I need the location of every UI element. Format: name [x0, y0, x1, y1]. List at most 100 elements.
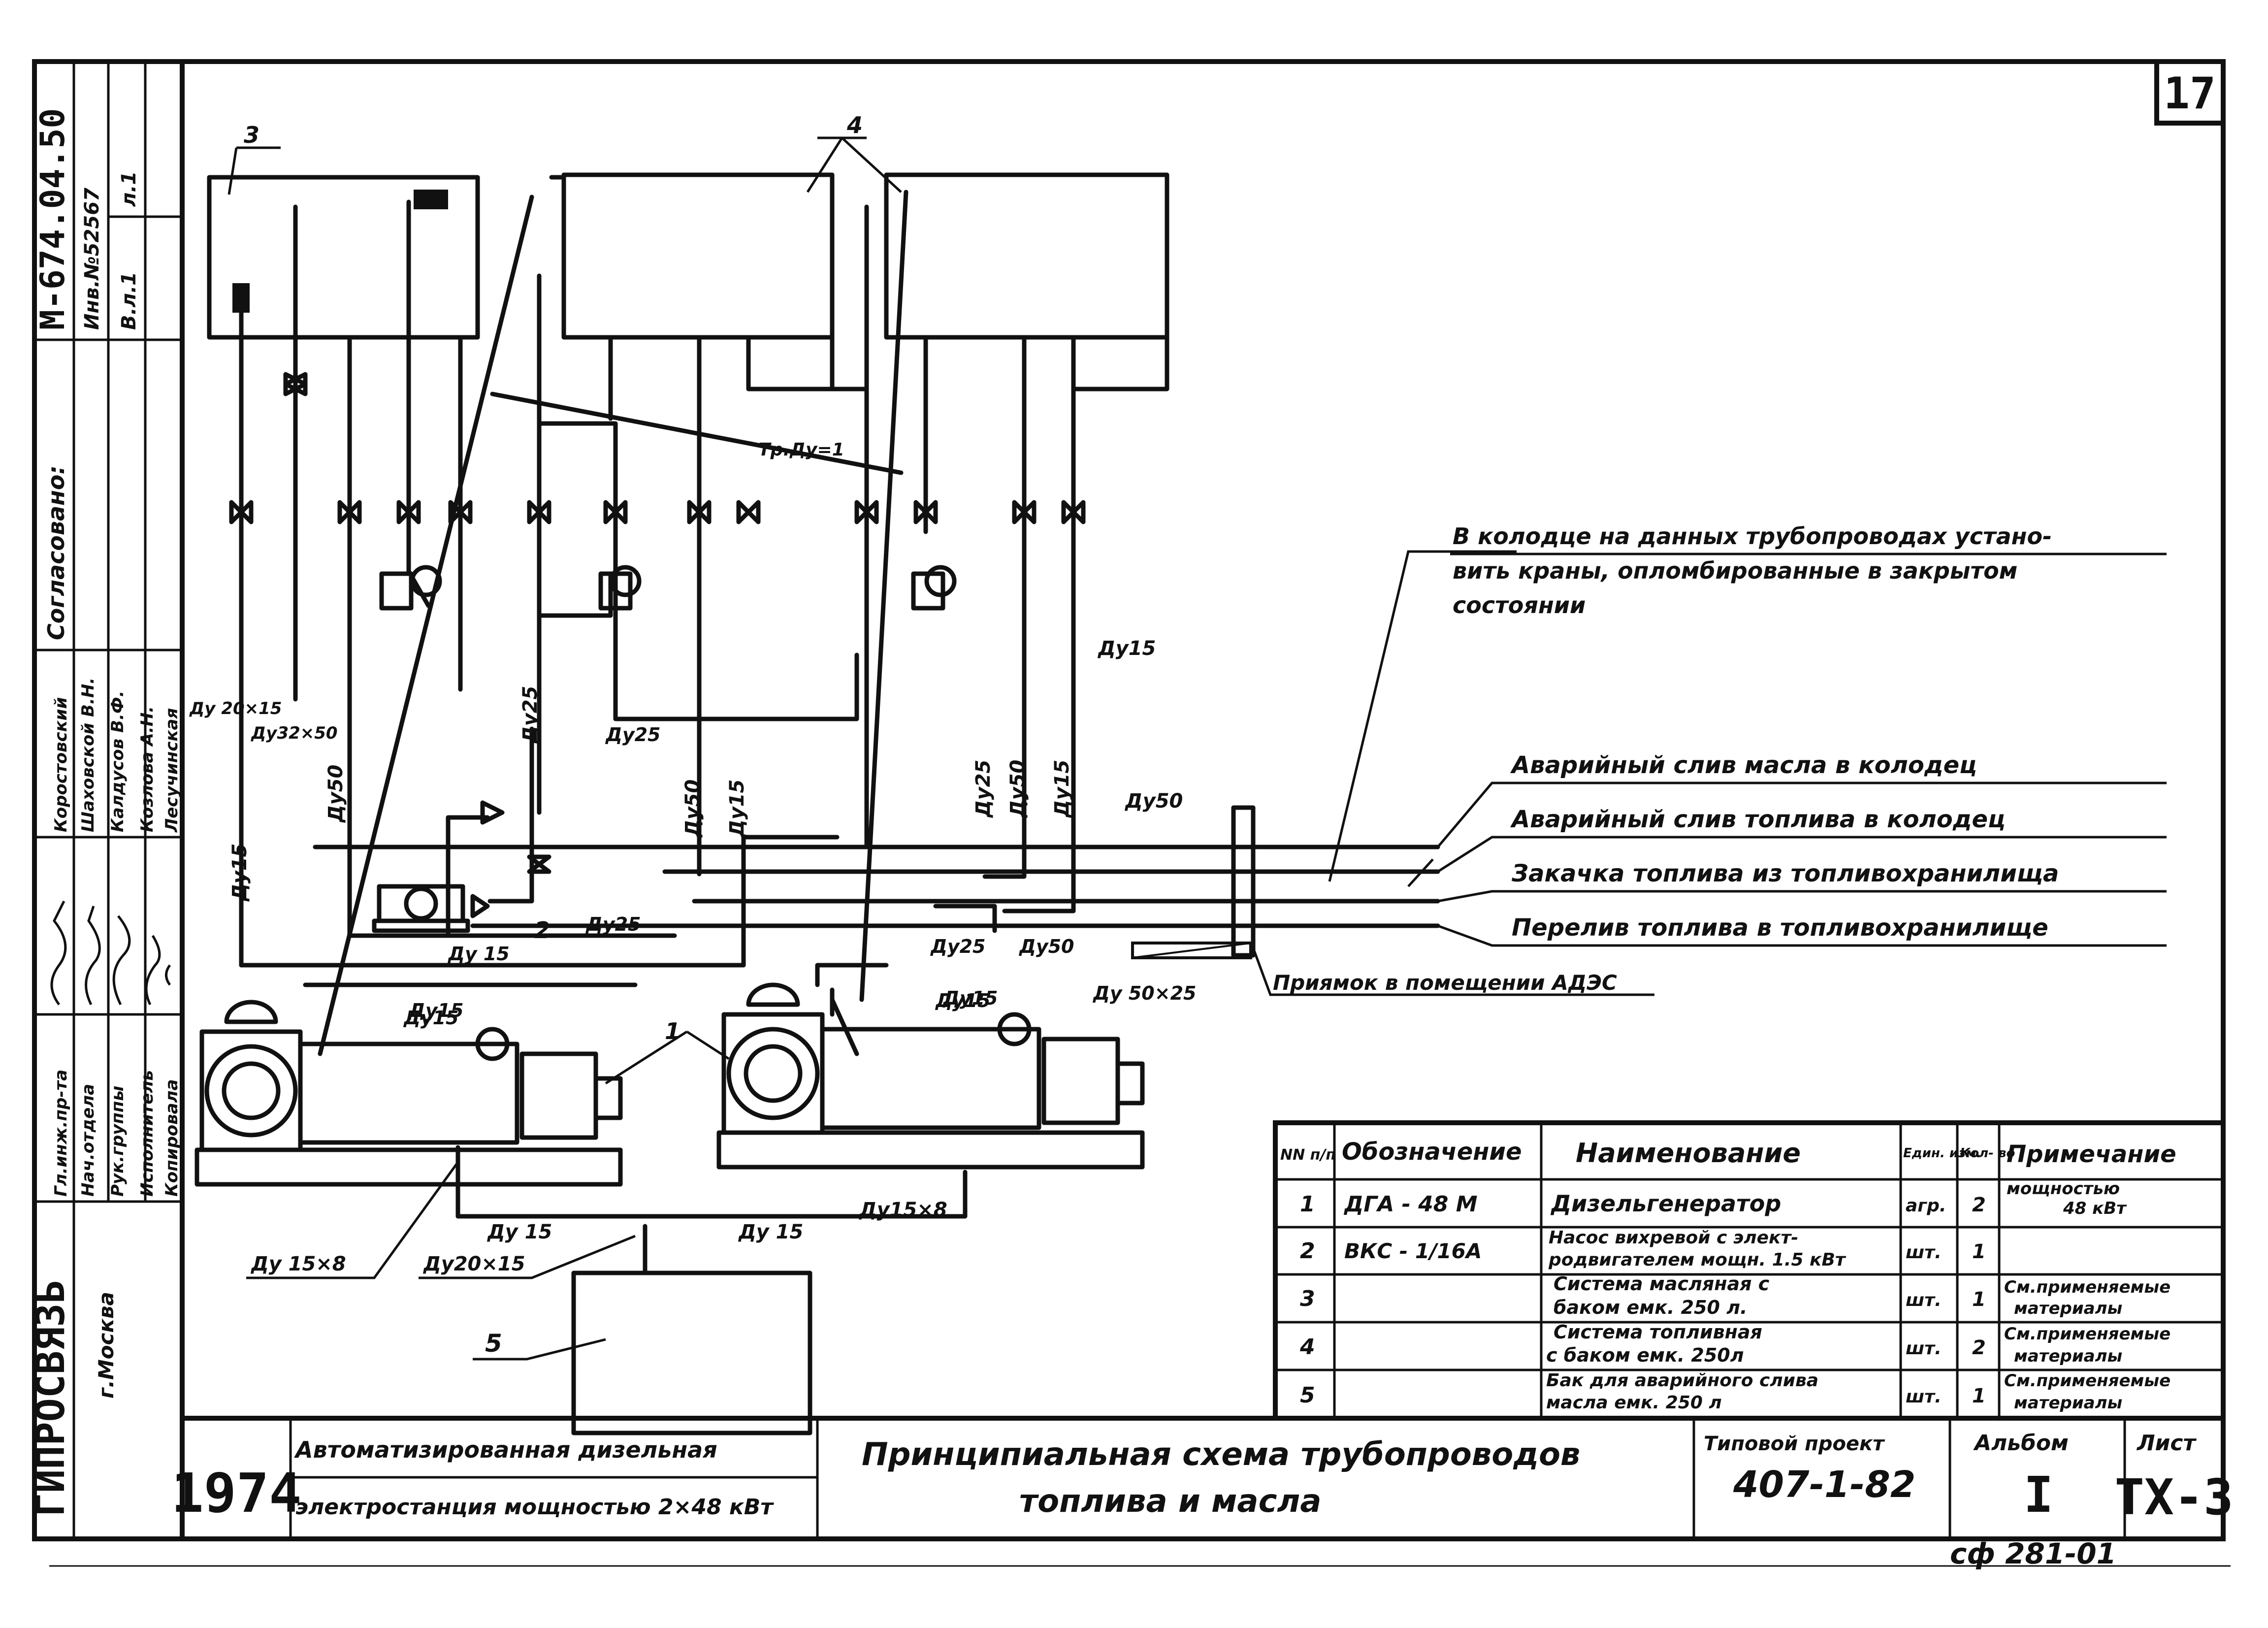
- pit-wall: [1131, 805, 1654, 996]
- callout-3: 3: [244, 122, 259, 148]
- row5-unit: шт.: [1906, 1387, 1942, 1407]
- pipe-label-du50-d: Ду50: [1124, 790, 1183, 813]
- callouts: 1 2 3 4 5 Тр.Ду=1: [227, 112, 902, 1361]
- pipe-label-du50-c: Ду50: [1006, 760, 1029, 818]
- pipe-label-du15-g: Ду15: [942, 987, 998, 1009]
- row2-unit: шт.: [1906, 1242, 1942, 1263]
- pipelines: [239, 175, 1517, 1275]
- project-label: Типовой проект: [1704, 1433, 1885, 1455]
- row5-note-2: материалы: [2014, 1393, 2122, 1413]
- album-number: I: [2024, 1466, 2053, 1524]
- row3-n: 3: [1300, 1286, 1315, 1311]
- line-label-oil-drain: Аварийный слив масла в колодец: [1510, 751, 1977, 779]
- pipe-label-du15-k: Ду15: [935, 990, 991, 1011]
- col-header-qty: Кол- во: [1960, 1146, 2015, 1161]
- pipe-label-du25-a: Ду25: [519, 686, 542, 745]
- pipe-label-du15-h: Ду 15: [486, 1221, 552, 1243]
- oil-system-tank-3: [207, 175, 480, 340]
- pipe-label-du25-c: Ду25: [585, 913, 641, 935]
- signature-5: [165, 964, 171, 986]
- inventory-number: Инв.№52567: [81, 188, 103, 330]
- col-header-note: Примечание: [2007, 1140, 2176, 1168]
- pipe-label-du15x8-a: Ду 15×8: [250, 1253, 346, 1275]
- pipe-label-du15-e: Ду15: [1051, 760, 1073, 818]
- col-header-code: Обозначение: [1342, 1138, 1522, 1166]
- row4-qty: 2: [1972, 1336, 1986, 1359]
- sheet-number-box: 17: [2154, 59, 2226, 126]
- row5-n: 5: [1300, 1383, 1315, 1408]
- row3-unit: шт.: [1906, 1290, 1942, 1310]
- title-block: 1974 Автоматизированная дизельная электр…: [171, 1416, 2234, 1539]
- sheet-label: Лист: [2136, 1431, 2197, 1456]
- row1-note-1: мощностью: [2007, 1179, 2120, 1199]
- fuel-tank-4b: [884, 172, 1169, 340]
- callout-4: 4: [846, 112, 863, 138]
- callout-5: 5: [485, 1329, 502, 1358]
- row1-code: ДГА - 48 М: [1343, 1192, 1478, 1217]
- pipe-label-du15x8-b: Ду15×8: [858, 1199, 947, 1221]
- row5-qty: 1: [1972, 1385, 1986, 1407]
- variant: В.л.1: [118, 272, 140, 330]
- sheet-number: 17: [2164, 68, 2216, 119]
- pipe-label-du50-b: Ду50: [681, 780, 704, 838]
- organization: ГИПРОСВЯЗЬ: [28, 1279, 73, 1517]
- object-line-2: электростанция мощностью 2×48 кВт: [295, 1495, 774, 1520]
- signature-3: [112, 915, 131, 1006]
- sheet-code: ТХ-3: [2115, 1468, 2234, 1526]
- city: г.Москва: [94, 1292, 118, 1399]
- name-dept-head: Шаховской В.Н.: [78, 678, 98, 832]
- pipe-label-du25-e: Ду25: [930, 936, 986, 957]
- row2-code: ВКС - 1/16А: [1344, 1239, 1482, 1263]
- pipe-label-du15-j: Ду15: [403, 1007, 459, 1029]
- pump-2: [372, 884, 470, 933]
- role-copied: Копировала: [162, 1079, 182, 1197]
- row3-name-1: Система масляная с: [1554, 1273, 1770, 1295]
- row1-name: Дизельгенератор: [1550, 1190, 1781, 1217]
- emergency-oil-tank-5: [571, 1270, 812, 1435]
- tr-du-label: Тр.Ду=1: [758, 440, 844, 460]
- pipe-label-du15-a: Ду15: [228, 844, 251, 902]
- name-chief-engineer: Коростовский: [51, 697, 71, 832]
- agreed-label: Согласовано:: [43, 465, 69, 640]
- row3-note-1: См.применяемые: [2004, 1277, 2171, 1297]
- pipe-label-du20x15: Ду 20×15: [189, 699, 282, 718]
- line-label-fuel-drain: Аварийный слив топлива в колодец: [1510, 806, 2006, 833]
- pipe-label-du15-c: Ду15: [408, 1000, 464, 1021]
- row4-name-2: с баком емк. 250л: [1546, 1344, 1744, 1366]
- pipe-label-du25-d: Ду25: [972, 760, 995, 818]
- sheet-frame: [32, 59, 2231, 1567]
- side-stamp: М-674.04.50 Инв.№52567 л.1 В.л.1 Согласо…: [28, 62, 182, 1539]
- pipe-label-du50-a: Ду50: [324, 765, 347, 823]
- signature-2: [85, 906, 101, 1006]
- object-line-1: Автоматизированная дизельная: [294, 1436, 717, 1463]
- sheet-ref: л.1: [118, 171, 140, 207]
- row4-note-1: См.применяемые: [2004, 1324, 2171, 1344]
- row2-name-1: Насос вихревой с элект-: [1549, 1228, 1798, 1248]
- pipe-label-du50-e: Ду50: [1019, 936, 1074, 957]
- row1-note-2: 48 кВт: [2063, 1199, 2127, 1218]
- pipe-label-du15-i: Ду 15: [738, 1221, 803, 1243]
- valves: [229, 372, 1086, 918]
- pipe-label-du15-f: Ду15: [1097, 637, 1156, 660]
- pipe-label-du25-b: Ду25: [605, 724, 661, 746]
- role-dept-head: Нач.отдела: [78, 1084, 98, 1197]
- pipe-label-du32x50: Ду32×50: [251, 723, 338, 743]
- filters: [379, 565, 957, 611]
- row2-n: 2: [1300, 1238, 1315, 1264]
- pipe-label-du50x25: Ду 50×25: [1093, 982, 1196, 1004]
- pipe-label-du20x15-b: Ду20×15: [422, 1253, 525, 1275]
- row5-name-2: масла емк. 250 л: [1546, 1393, 1722, 1413]
- note-sealed-line-3: состоянии: [1453, 592, 1586, 619]
- role-executor: Исполнитель: [137, 1070, 157, 1197]
- pipe-label-du15-d: Ду15: [726, 780, 748, 838]
- note-sealed-line-2: вить краны, опломбированные в закрытом: [1453, 557, 2017, 584]
- name-copied: Лесучинская: [162, 708, 182, 833]
- line-label-fuel-intake: Закачка топлива из топливохранилища: [1511, 860, 2059, 887]
- doc-code: М-674.04.50: [33, 108, 72, 330]
- note-sealed-line-1: В колодце на данных трубопроводах устано…: [1453, 523, 2052, 550]
- footer-code: сф 281-01: [1950, 1537, 2116, 1570]
- signature-4: [145, 935, 161, 1006]
- row1-unit: агр.: [1906, 1196, 1946, 1216]
- row5-note-1: См.применяемые: [2004, 1371, 2171, 1391]
- year: 1974: [171, 1462, 302, 1525]
